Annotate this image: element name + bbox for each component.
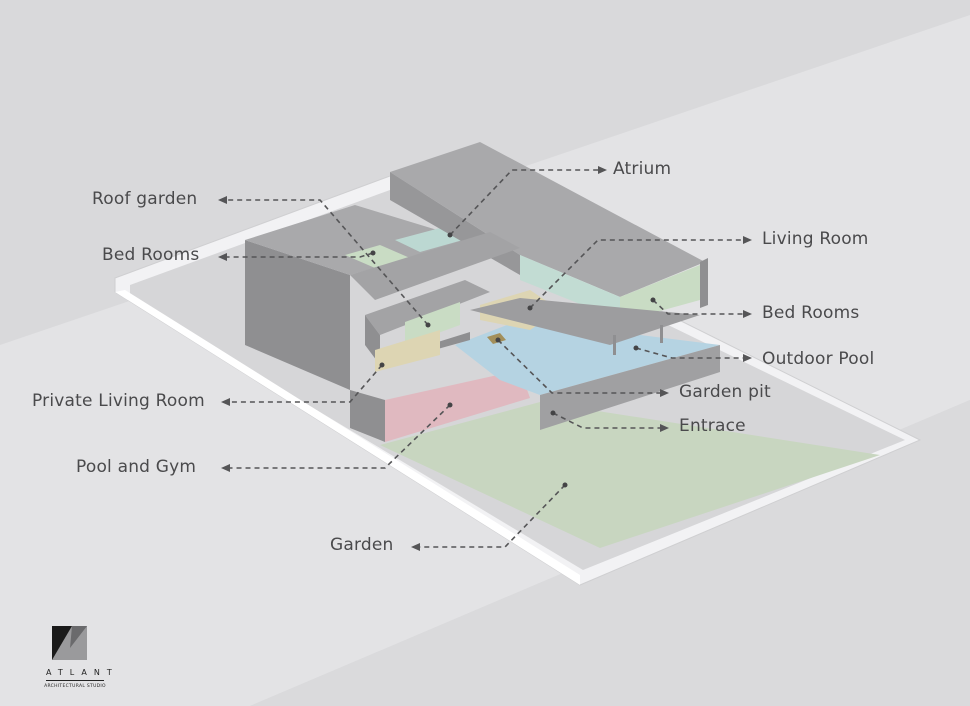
leader-dots [370,232,656,488]
atlant-logo-mark [52,626,87,660]
label-private-living-room: Private Living Room [32,391,205,411]
right-block-top [390,142,705,297]
label-pool-and-gym: Pool and Gym [76,457,197,477]
bed-rooms-left-volume [405,302,460,345]
label-garden-pit: Garden pit [679,382,771,402]
pool-gym-front [385,370,530,442]
outdoor-pool [455,320,720,395]
right-frame [700,258,708,308]
upper-slab [470,298,700,345]
label-atrium: Atrium [613,159,672,179]
lower-bar-front [365,315,470,365]
label-living-room: Living Room [762,229,869,249]
label-roof-garden: Roof garden [92,189,198,209]
lower-bar-top [365,280,490,335]
garden-area [380,402,880,548]
arrowheads [218,166,752,551]
logo-subtitle: ARCHITECTURAL STUDIO [44,684,106,689]
column [660,325,663,343]
label-entrace: Entrace [679,416,746,436]
pool-gym-side [350,390,385,442]
label-outdoor-pool: Outdoor Pool [762,349,875,369]
entrance-block [540,345,720,430]
studio-logo: ATLANT ARCHITECTURAL STUDIO [40,622,119,689]
label-bed-rooms-left: Bed Rooms [102,245,200,265]
bed-rooms-right [620,265,700,322]
site-wall-front [115,290,580,585]
left-block-side [245,240,350,390]
logo-name: ATLANT [46,668,119,677]
private-living-yellow [375,330,440,372]
leader-lines [225,169,745,548]
ground-lower [0,400,970,706]
living-room-volume [520,255,620,320]
column [613,335,616,355]
label-garden: Garden [330,535,394,555]
label-bed-rooms-right: Bed Rooms [762,303,860,323]
logo-divider [46,680,104,681]
